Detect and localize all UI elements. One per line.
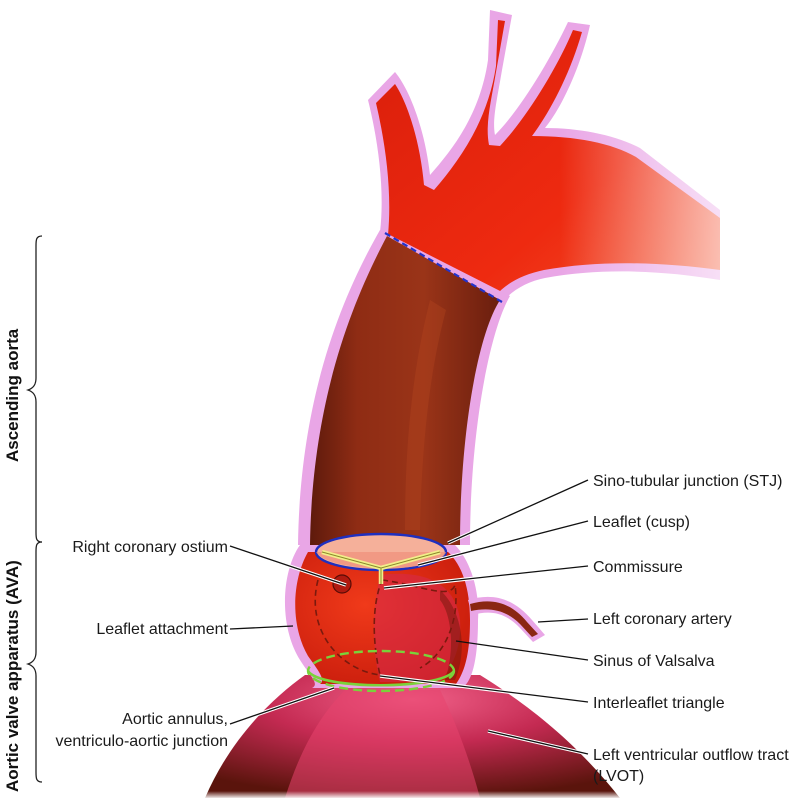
- label-leaflet: Leaflet (cusp): [593, 514, 690, 531]
- aortic-arch: [368, 10, 810, 320]
- left-ventricle: [200, 675, 630, 798]
- ava-label: Aortic valve apparatus (AVA): [3, 560, 22, 792]
- label-right-coronary-ostium: Right coronary ostium: [72, 539, 228, 556]
- ascending-aorta-label: Ascending aorta: [3, 328, 22, 462]
- label-sinus-of-valsalva: Sinus of Valsalva: [593, 653, 715, 670]
- label-stj: Sino-tubular junction (STJ): [593, 473, 782, 490]
- label-annulus-line1: Aortic annulus,: [122, 711, 228, 728]
- label-interleaflet-triangle: Interleaflet triangle: [593, 695, 725, 712]
- left-coronary-artery: [468, 596, 545, 642]
- label-commissure: Commissure: [593, 559, 683, 576]
- ascending-aorta-bracket: [25, 235, 43, 543]
- label-annulus-line2: ventriculo-aortic junction: [55, 733, 228, 750]
- label-lvot-line1: Left ventricular outflow tract: [593, 747, 789, 764]
- stj-ring: [314, 532, 448, 584]
- label-left-coronary-artery: Left coronary artery: [593, 611, 732, 628]
- ava-bracket: [25, 541, 43, 783]
- annulus-ring: [306, 649, 456, 693]
- stj-dashed-line: [384, 232, 503, 303]
- leader-lines: [229, 478, 589, 756]
- label-leaflet-attachment: Leaflet attachment: [96, 621, 228, 638]
- ascending-aorta-tube: [298, 230, 510, 545]
- label-lvot-line2: (LVOT): [593, 768, 644, 785]
